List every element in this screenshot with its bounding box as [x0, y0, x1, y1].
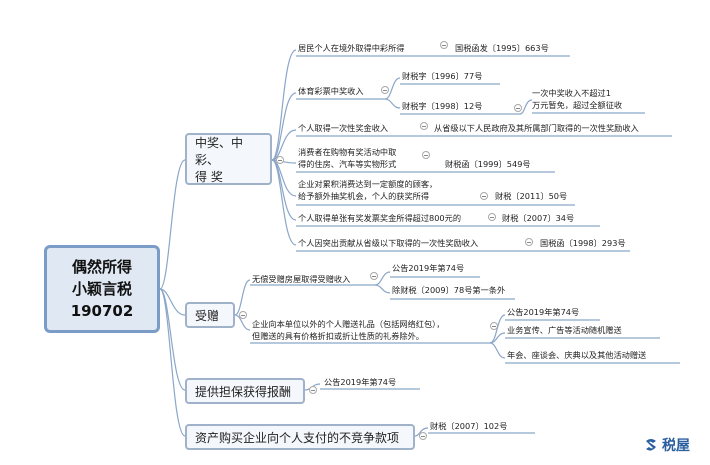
branch-gift-label: 受赠 [195, 308, 220, 323]
prize-item-cumulative-1: 企业对累积消费达到一定额度的顾客， [298, 179, 438, 189]
branch-prize-label-1: 中奖、中彩、 [195, 135, 244, 167]
prize-item-invoice-doc: 财税〔2007〕34号 [502, 213, 575, 223]
branch-prize[interactable]: 中奖、中彩、 得 奖 [185, 133, 272, 185]
collapse-icon[interactable] [381, 86, 389, 94]
prize-item-shopping-1: 消费者在购物有奖活动中取 [298, 147, 397, 157]
guarantee-doc: 公告2019年第74号 [324, 377, 397, 387]
gift-item-enterprise-exception-2: 年会、座谈会、庆典以及其他活动赠送 [507, 350, 647, 360]
prize-item-bonus-doc: 从省级以下人民政府及其所属部门取得的一次性奖励收入 [434, 123, 639, 133]
collapse-icon[interactable] [480, 192, 488, 200]
brand-logo: 税屋 [643, 435, 690, 455]
branch-noncompete[interactable]: 资产购买企业向个人支付的不竞争款项 [185, 424, 415, 450]
collapse-icon[interactable] [419, 432, 427, 440]
collapse-icon[interactable] [420, 122, 428, 130]
gift-item-enterprise-doc: 公告2019年第74号 [507, 307, 580, 317]
branch-noncompete-label: 资产购买企业向个人支付的不竞争款项 [195, 430, 400, 445]
gift-item-enterprise-2: 但赠送的具有价格折扣或折让性质的礼券除外。 [252, 331, 424, 341]
collapse-icon[interactable] [440, 41, 448, 49]
root-title: 偶然所得 [71, 258, 132, 276]
collapse-icon[interactable] [276, 156, 284, 164]
root-subtitle: 小颖言税 [71, 280, 132, 298]
prize-item-overseas-doc: 国税函发〔1995〕663号 [455, 43, 549, 53]
gift-item-house-doc-2: 除财税〔2009〕78号第一条外 [392, 285, 506, 295]
sports-lottery-doc-1996: 财税字〔1996〕77号 [402, 71, 483, 81]
prize-item-invoice: 个人取得单张有奖发票奖金所得超过800元的 [298, 213, 462, 223]
collapse-icon[interactable] [239, 311, 247, 319]
sports-lottery-note-1: 一次中奖收入不超过1 [532, 88, 611, 98]
collapse-icon[interactable] [488, 213, 496, 221]
prize-item-cumulative-2: 给予额外抽奖机会，个人的获奖所得 [298, 191, 430, 201]
logo-text: 税屋 [662, 438, 690, 454]
branch-guarantee[interactable]: 提供担保获得报酬 [185, 378, 305, 404]
collapse-icon[interactable] [422, 151, 430, 159]
prize-item-sports-lottery: 体育彩票中奖收入 [298, 86, 364, 96]
gift-item-house-doc-1: 公告2019年第74号 [392, 263, 465, 273]
collapse-icon[interactable] [525, 238, 533, 246]
prize-item-bonus: 个人取得一次性奖金收入 [298, 123, 389, 133]
branch-guarantee-label: 提供担保获得报酬 [195, 384, 292, 399]
collapse-icon[interactable] [309, 386, 317, 394]
prize-item-overseas: 居民个人在境外取得中彩所得 [298, 43, 405, 53]
root-node[interactable]: 偶然所得 小颖言税 190702 [44, 245, 160, 333]
prize-item-cumulative-doc: 财税〔2011〕50号 [495, 191, 568, 201]
sports-lottery-doc-1998: 财税字〔1998〕12号 [402, 101, 483, 111]
root-date: 190702 [70, 302, 134, 320]
logo-icon [646, 439, 656, 451]
prize-item-shopping-2: 得的住房、汽车等实物形式 [298, 159, 397, 169]
prize-item-shopping-doc: 财税函〔1999〕549号 [445, 159, 531, 169]
collapse-icon[interactable] [514, 104, 522, 112]
gift-item-enterprise-1: 企业向本单位以外的个人赠送礼品（包括网络红包）， [252, 319, 445, 329]
gift-item-house: 无偿受赠房屋取得受赠收入 [252, 274, 351, 284]
sports-lottery-note-2: 万元暂免，超过全额征收 [532, 100, 623, 110]
noncompete-doc: 财税〔2007〕102号 [430, 421, 508, 431]
branch-prize-label-2: 得 奖 [195, 169, 223, 184]
collapse-icon[interactable] [370, 272, 378, 280]
gift-item-enterprise-exception-1: 业务宣传、广告等活动随机赠送 [507, 325, 622, 335]
prize-item-contribution: 个人因突出贡献从省级以下取得的一次性奖励收入 [298, 238, 479, 248]
branch-gift[interactable]: 受赠 [185, 302, 235, 328]
collapse-icon[interactable] [490, 322, 498, 330]
prize-item-contribution-doc: 国税函〔1998〕293号 [540, 238, 626, 248]
